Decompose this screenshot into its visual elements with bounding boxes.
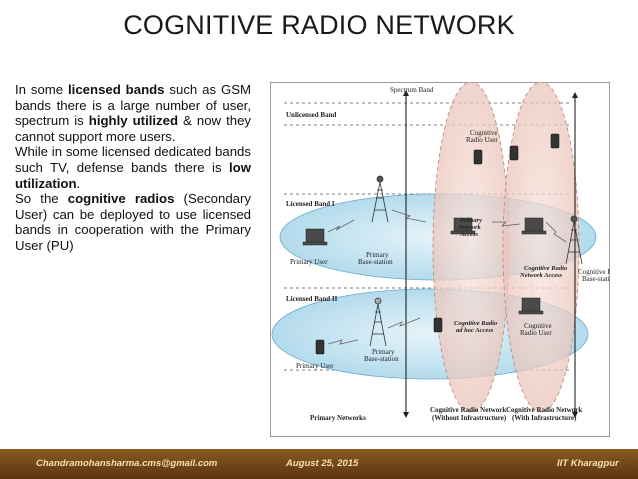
laptop-icon: [521, 217, 547, 235]
wireless-link: [545, 221, 567, 243]
unlicensed-band-label: Unlicensed Band: [286, 111, 336, 119]
paragraph-1: In some licensed bands such as GSM bands…: [15, 82, 251, 144]
primary-user-1-label: Primary User: [290, 258, 328, 266]
licensed-band-1-label: Licensed Band I: [286, 200, 335, 208]
arrow-head: [572, 412, 578, 418]
footer-bar: Chandramohansharma.cms@gmail.com August …: [0, 449, 638, 479]
phone-icon: [315, 133, 560, 355]
primary-user-2-label: Primary User: [296, 362, 334, 370]
body-text: In some licensed bands such as GSM bands…: [15, 82, 251, 254]
cognitive-radio-network-diagram: Spectrum Band Unlicensed Band Licensed B…: [270, 82, 610, 437]
cr-tower-icon: [565, 215, 583, 265]
cr-with-infra-ellipse: [502, 82, 580, 413]
wireless-link: [387, 317, 421, 329]
slide-title: COGNITIVE RADIO NETWORK: [123, 10, 515, 40]
arrow-head: [572, 92, 578, 98]
crn-without-infra-label: Cognitive Radio Network(Without Infrastr…: [430, 406, 507, 422]
wireless-link: [492, 221, 521, 227]
laptop-icon: [450, 217, 476, 235]
crn-with-infra-label: Cognitive Radio Network(With Infrastruct…: [506, 406, 582, 422]
primary-tower-1-icon: [371, 175, 389, 223]
laptop-icon: [518, 297, 544, 315]
paragraph-2: While in some licensed dedicated bands s…: [15, 144, 251, 191]
spectrum-band-label: Spectrum Band: [390, 86, 434, 94]
arrow-head: [403, 90, 409, 96]
footer-email: Chandramohansharma.cms@gmail.com: [36, 458, 218, 469]
wireless-link: [391, 209, 427, 223]
cr-base-station-label: Cognitive RadioBase-station: [578, 268, 610, 283]
wireless-link: [327, 339, 359, 345]
primary-networks-label: Primary Networks: [310, 414, 366, 422]
paragraph-3: So the cognitive radios (Secondary User)…: [15, 191, 251, 253]
primary-tower-2-icon: [369, 297, 387, 347]
arrow-head: [403, 412, 409, 418]
wireless-link: [327, 219, 355, 233]
footer-org: IIT Kharagpur: [557, 458, 619, 469]
laptop-icon: [302, 228, 328, 246]
footer-date: August 25, 2015: [286, 458, 359, 469]
licensed-band-2-label: Licensed Band II: [286, 295, 338, 303]
